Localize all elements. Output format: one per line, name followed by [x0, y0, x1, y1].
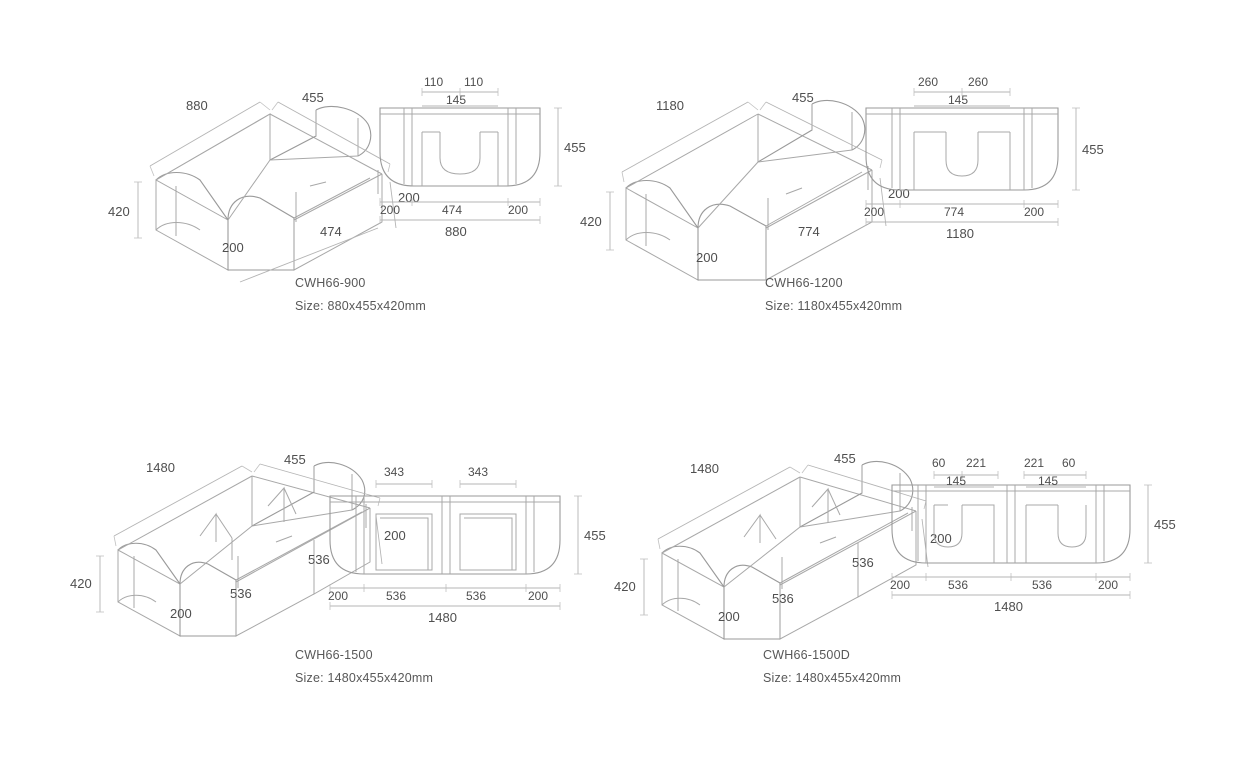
- caption-cwh66-1500d: CWH66-1500D Size: 1480x455x420mm: [763, 648, 901, 685]
- product-figure-cwh66-1500d: 1480 455 420 200 536 536 200: [600, 415, 1176, 685]
- dim-iso-side: 200: [398, 190, 420, 205]
- dim-iso-width: 1480: [690, 461, 719, 476]
- iso-and-plan-cwh66-900: 880 455 420 200 474 200: [108, 75, 586, 283]
- dim-iso-height: 420: [614, 579, 636, 594]
- dim-plan-top-b: 221: [966, 456, 986, 470]
- plan-view: 260 260 145 455 200 774 200 1180: [864, 75, 1104, 241]
- dim-iso-depth: 455: [792, 90, 814, 105]
- dim-plan-center-left: 145: [946, 474, 966, 488]
- model-size: Size: 1180x455x420mm: [765, 299, 903, 313]
- isometric-view: 880 455 420 200 474 200: [108, 90, 420, 283]
- model-name: CWH66-1500D: [763, 648, 850, 662]
- caption-cwh66-1200: CWH66-1200 Size: 1180x455x420mm: [765, 276, 902, 313]
- dim-iso-front-left: 200: [222, 240, 244, 255]
- iso-and-plan-cwh66-1500: 1480 455 420 200 536 536 200: [70, 452, 606, 637]
- dim-iso-side: 200: [930, 531, 952, 546]
- dim-plan-overall: 1180: [946, 226, 974, 241]
- dim-iso-front-right: 536: [852, 555, 874, 570]
- dim-plan-top-c: 221: [1024, 456, 1044, 470]
- isometric-view: 1480 455 420 200 536 536 200: [614, 451, 952, 640]
- dim-plan-top-right: 343: [468, 465, 488, 479]
- dim-iso-depth: 455: [302, 90, 324, 105]
- dim-iso-depth: 455: [834, 451, 856, 466]
- dim-plan-bottom-center: 774: [944, 205, 964, 219]
- model-name: CWH66-900: [295, 276, 366, 290]
- dim-plan-bottom-left: 200: [890, 578, 910, 592]
- dim-plan-bottom-right: 200: [1098, 578, 1118, 592]
- dim-iso-side: 200: [888, 186, 910, 201]
- product-figure-cwh66-1200: 1180 455 420 200 774 200: [580, 70, 1104, 313]
- model-size: Size: 1480x455x420mm: [763, 671, 902, 685]
- dim-plan-bottom-right: 200: [528, 589, 548, 603]
- dim-plan-top-left: 343: [384, 465, 404, 479]
- dim-plan-bottom-left: 200: [380, 203, 400, 217]
- plan-view: 60 221 221 60 145 145 455 200 536 536: [890, 456, 1176, 614]
- dim-iso-front-left: 200: [718, 609, 740, 624]
- dim-iso-front-left: 200: [170, 606, 192, 621]
- dim-plan-bottom-mid-left: 536: [948, 578, 968, 592]
- dim-plan-top-right: 260: [968, 75, 988, 89]
- dim-iso-height: 420: [70, 576, 92, 591]
- plan-view: 110 110 145 455 200 474 200 880: [379, 75, 586, 239]
- iso-and-plan-cwh66-1500d: 1480 455 420 200 536 536 200: [614, 451, 1176, 640]
- dim-plan-top-left: 260: [918, 75, 938, 89]
- model-size: Size: 1480x455x420mm: [295, 671, 434, 685]
- dim-plan-bottom-right: 200: [1024, 205, 1044, 219]
- dim-iso-height: 420: [580, 214, 602, 229]
- caption-cwh66-900: CWH66-900 Size: 880x455x420mm: [295, 276, 426, 313]
- dim-plan-bottom-left: 200: [864, 205, 884, 219]
- dim-plan-bottom-mid-left: 536: [386, 589, 406, 603]
- dim-plan-center-right: 145: [1038, 474, 1058, 488]
- dim-plan-center: 145: [446, 93, 466, 107]
- dim-plan-bottom-mid-right: 536: [466, 589, 486, 603]
- iso-and-plan-cwh66-1200: 1180 455 420 200 774 200: [580, 75, 1104, 281]
- dim-iso-width: 1180: [656, 98, 684, 113]
- dim-plan-overall: 1480: [994, 599, 1023, 614]
- dim-plan-overall: 880: [445, 224, 467, 239]
- dim-plan-depth: 455: [1154, 517, 1176, 532]
- dim-iso-front-right: 774: [798, 224, 820, 239]
- dim-plan-depth: 455: [564, 140, 586, 155]
- dim-iso-width: 880: [186, 98, 208, 113]
- product-figure-cwh66-1500: 1480 455 420 200 536 536 200: [70, 430, 606, 685]
- dim-iso-front-left: 200: [696, 250, 718, 265]
- dim-plan-bottom-mid-right: 536: [1032, 578, 1052, 592]
- dim-plan-depth: 455: [584, 528, 606, 543]
- dim-plan-bottom-right: 200: [508, 203, 528, 217]
- dim-iso-front-mid: 536: [772, 591, 794, 606]
- caption-cwh66-1500: CWH66-1500 Size: 1480x455x420mm: [295, 648, 433, 685]
- dim-plan-bottom-left: 200: [328, 589, 348, 603]
- dim-iso-front-mid: 536: [230, 586, 252, 601]
- dim-iso-depth: 455: [284, 452, 306, 467]
- dim-iso-side: 200: [384, 528, 406, 543]
- dim-plan-top-right: 110: [464, 75, 483, 89]
- dim-plan-top-d: 60: [1062, 456, 1076, 470]
- dim-iso-width: 1480: [146, 460, 175, 475]
- dim-plan-center: 145: [948, 93, 968, 107]
- dim-plan-top-a: 60: [932, 456, 946, 470]
- model-name: CWH66-1500: [295, 648, 373, 662]
- dim-plan-overall: 1480: [428, 610, 457, 625]
- dim-iso-front-right: 474: [320, 224, 342, 239]
- isometric-view: 1480 455 420 200 536 536 200: [70, 452, 406, 637]
- dim-plan-depth: 455: [1082, 142, 1104, 157]
- dim-iso-height: 420: [108, 204, 130, 219]
- model-size: Size: 880x455x420mm: [295, 299, 426, 313]
- dim-plan-bottom-center: 474: [442, 203, 462, 217]
- dim-plan-top-left: 110: [424, 75, 443, 89]
- isometric-view: 1180 455 420 200 774 200: [580, 90, 910, 281]
- plan-view: 343 343 455 200 536 536 200 1480: [328, 465, 606, 625]
- product-figure-cwh66-900: 880 455 420 200 474 200: [108, 70, 586, 313]
- model-name: CWH66-1200: [765, 276, 843, 290]
- dim-iso-front-right: 536: [308, 552, 330, 567]
